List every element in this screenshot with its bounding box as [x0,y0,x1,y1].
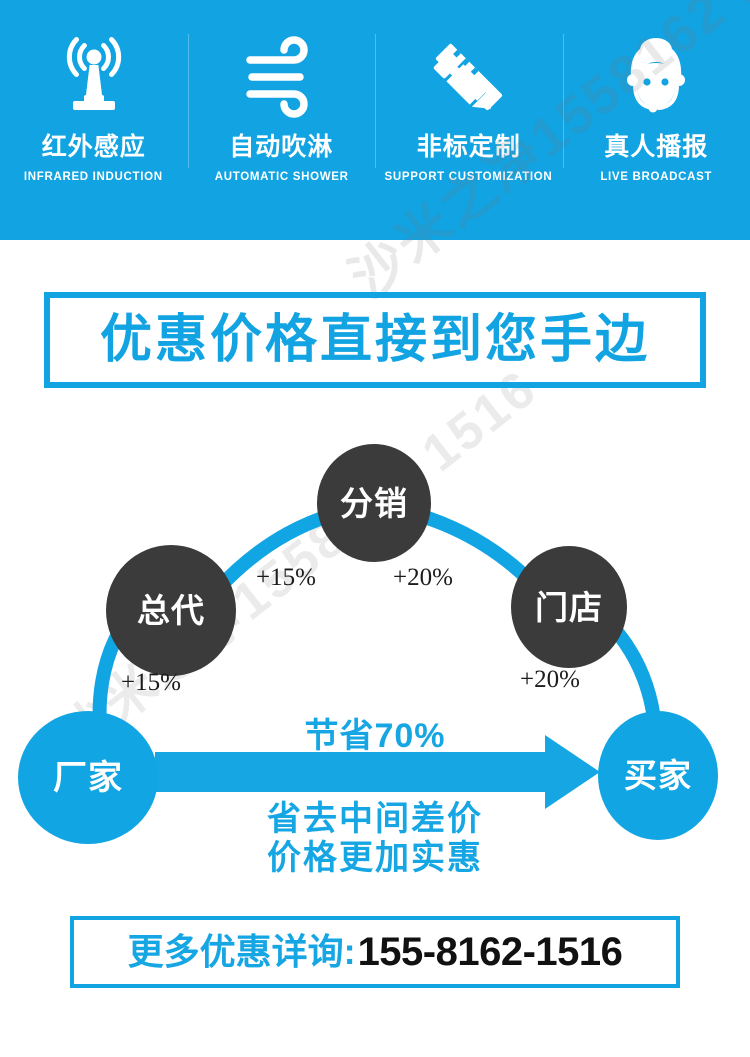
diagram-node-mendian[interactable]: 门店 [511,546,627,668]
diagram-node-fenxiao[interactable]: 分销 [317,444,431,562]
contact-label: 更多优惠详询: [127,931,356,972]
diagram-node-changjia[interactable]: 厂家 [18,711,158,844]
markup-label-mendian-to-maijia: +20% [520,666,580,693]
page-title: 优惠价格直接到您手边 [99,311,650,369]
feature-title-en: AUTOMATIC SHOWER [214,168,349,183]
contact-banner[interactable]: 更多优惠详询: 155-8162-1516 [70,916,680,988]
feature-title-cn: 非标定制 [416,133,521,161]
infrared-antenna-icon [48,34,140,120]
feature-support-customization: 非标定制 SUPPORT CUSTOMIZATION [375,0,563,240]
contact-phone-number[interactable]: 155-8162-1516 [357,930,623,974]
markup-label-zongdai-to-fenxiao: +15% [256,564,316,591]
feature-automatic-shower: 自动吹淋 AUTOMATIC SHOWER [187,0,376,240]
diagram-node-maijia[interactable]: 买家 [598,711,718,840]
markup-label-changjia-to-zongdai: +15% [121,669,181,696]
savings-label: 节省70% [304,717,446,755]
feature-title-cn: 红外感应 [41,133,146,161]
feature-title-en: SUPPORT CUSTOMIZATION [384,168,553,183]
feature-header: 红外感应 INFRARED INDUCTION 自动吹淋 AUTOMATIC S… [0,0,750,240]
headset-operator-icon [610,34,702,120]
wind-shower-icon [235,34,327,120]
diagram-node-zongdai[interactable]: 总代 [106,545,236,676]
direct-save-arrow [155,735,600,809]
supply-chain-diagram: 分销 总代 门店 厂家 买家 +15% +20% +15% +20% 节省70%… [0,415,750,895]
markup-label-fenxiao-to-mendian: +20% [393,564,453,591]
feature-title-cn: 真人播报 [604,133,709,161]
pencil-ruler-icon [423,34,515,120]
savings-subtext-line-1: 省去中间差价 [267,800,483,838]
savings-subtext: 省去中间差价 价格更加实惠 [155,800,595,878]
feature-infrared-induction: 红外感应 INFRARED INDUCTION [0,0,188,240]
feature-title-en: INFRARED INDUCTION [24,168,164,183]
feature-title-en: LIVE BROADCAST [600,168,713,183]
headline-banner: 优惠价格直接到您手边 [44,292,706,388]
savings-subtext-line-2: 价格更加实惠 [267,838,483,877]
feature-title-cn: 自动吹淋 [229,133,334,161]
feature-live-broadcast: 真人播报 LIVE BROADCAST [562,0,750,240]
